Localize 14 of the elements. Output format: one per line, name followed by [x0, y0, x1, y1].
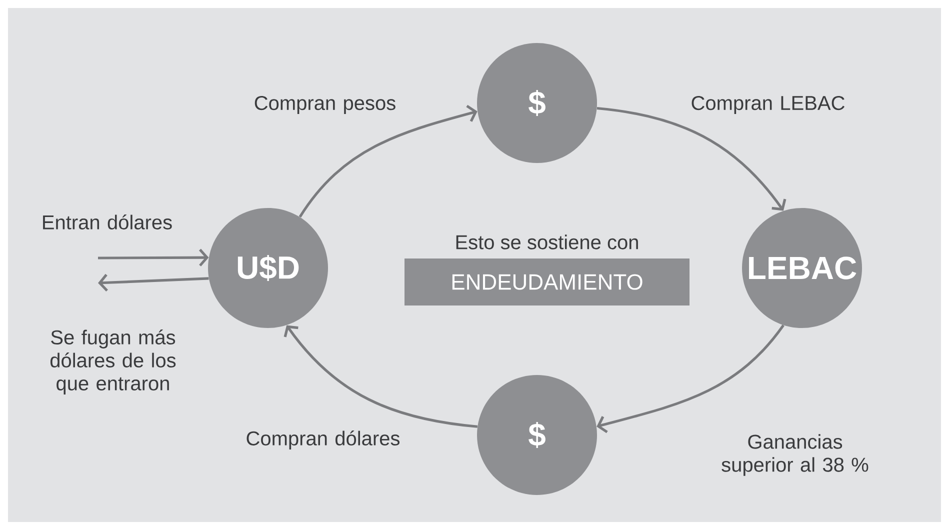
- edge-label: Compran dólares: [246, 430, 400, 450]
- arrow: [284, 325, 478, 428]
- arrow: [596, 324, 784, 434]
- edge-label: Ganancias superior al 38 %: [722, 434, 868, 476]
- box: ENDEUDAMIENTO: [404, 258, 690, 306]
- arrow: [298, 104, 478, 218]
- heading: Esto se sostiene con: [456, 234, 638, 250]
- arrow: [98, 274, 209, 292]
- edge-label: Compran LEBAC: [692, 96, 844, 114]
- arrow: [596, 106, 786, 211]
- edge-label: Compran pesos: [254, 96, 396, 114]
- edge-label: Se fugan más dólares de los que entraron: [50, 330, 176, 394]
- arrow: [98, 248, 209, 266]
- edge-label: Entran dólares: [43, 214, 172, 230]
